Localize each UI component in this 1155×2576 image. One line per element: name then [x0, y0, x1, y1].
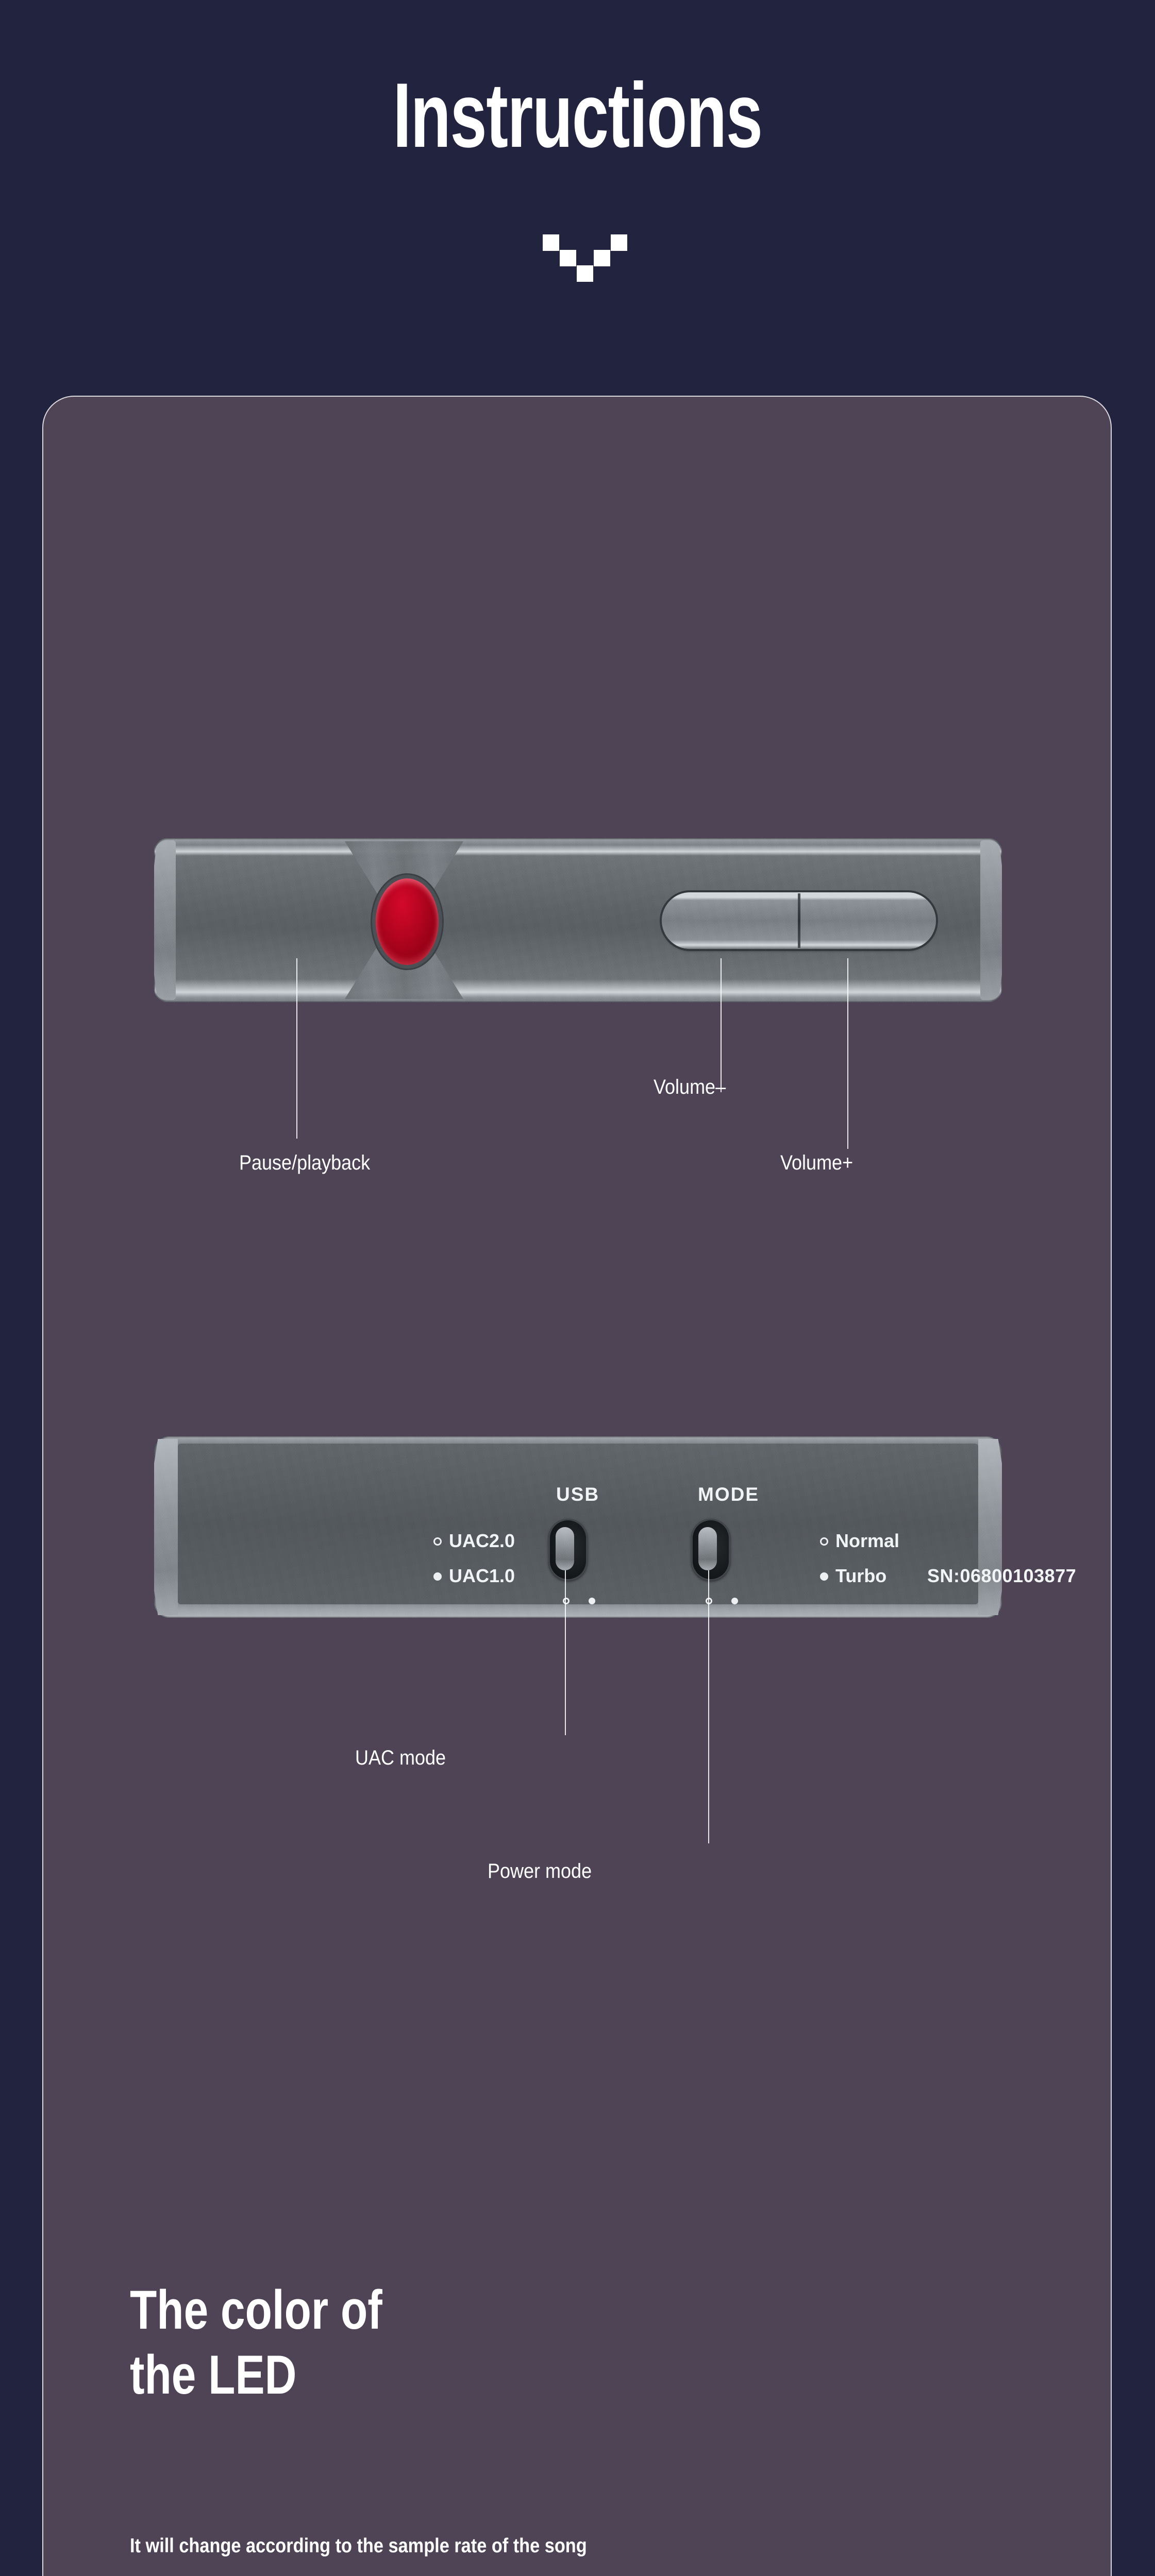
- mode-switch-title: MODE: [698, 1484, 759, 1505]
- uac20-indicator-dot: [433, 1537, 442, 1546]
- device-bottom-panel: USB MODE UAC2.0 UAC1.0 Normal Turbo SN:0…: [154, 1436, 1076, 1618]
- callout-line-pause: [296, 958, 297, 1139]
- volume-rocker-divider: [798, 893, 800, 948]
- callout-line-volume-down: [721, 958, 722, 1092]
- power-switch-knob: [698, 1527, 717, 1570]
- pause-playback-button[interactable]: [376, 878, 439, 965]
- device-top-panel: [154, 838, 1002, 1002]
- callout-label-power-mode: Power mode: [488, 1860, 592, 1883]
- callout-label-volume-down: Volume–: [654, 1076, 726, 1098]
- mode-option-normal: Normal: [835, 1530, 900, 1551]
- mode-lower-dot-filled: [731, 1598, 738, 1604]
- device-top-right-cap: [980, 840, 1002, 1000]
- power-mode-switch[interactable]: [691, 1519, 730, 1581]
- device-bottom-right-cap: [978, 1439, 1002, 1615]
- device-bottom-left-cap: [154, 1439, 178, 1615]
- mode-option-turbo: Turbo: [835, 1565, 887, 1586]
- usb-option-uac10: UAC1.0: [449, 1565, 515, 1586]
- callout-line-uac-mode: [565, 1570, 566, 1735]
- device-top-left-cap: [154, 840, 176, 1000]
- callout-line-power-mode: [708, 1570, 709, 1843]
- callout-line-volume-up: [847, 958, 848, 1149]
- led-section-heading: The color of the LED: [130, 2279, 382, 2406]
- usb-lower-dot-filled: [589, 1598, 595, 1604]
- instructions-card: Pause/playback Volume– Volume+ USB MODE …: [42, 396, 1112, 2576]
- usb-switch-title: USB: [556, 1484, 600, 1505]
- volume-rocker[interactable]: [662, 892, 936, 949]
- usb-lower-dot-ring: [563, 1598, 570, 1604]
- page-title: Instructions: [393, 64, 763, 166]
- callout-label-volume-up: Volume+: [780, 1151, 853, 1174]
- v-pixel-logo-icon: [543, 228, 627, 282]
- uac10-indicator-dot: [433, 1572, 442, 1581]
- led-section-subheading: It will change according to the sample r…: [130, 2535, 587, 2557]
- usb-mode-switch[interactable]: [548, 1519, 588, 1581]
- callout-label-uac-mode: UAC mode: [355, 1747, 446, 1769]
- normal-indicator-dot: [820, 1537, 828, 1546]
- callout-label-pause-playback: Pause/playback: [239, 1151, 371, 1174]
- usb-option-uac20: UAC2.0: [449, 1530, 515, 1551]
- turbo-indicator-dot: [820, 1572, 828, 1581]
- serial-number: SN:06800103877: [927, 1565, 1077, 1586]
- hero-header: Instructions: [0, 0, 1155, 384]
- usb-switch-knob: [556, 1527, 574, 1570]
